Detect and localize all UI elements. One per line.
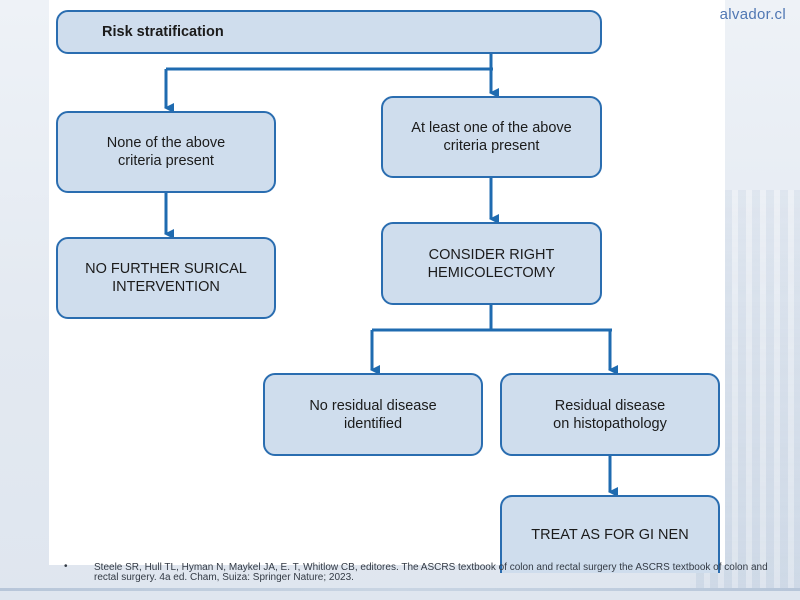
citation-bullet: • (64, 561, 68, 572)
criteria-present-box: At least one of the above criteria prese… (381, 96, 602, 178)
bottom-divider (0, 588, 800, 591)
risk-stratification-box: Risk stratification (56, 10, 602, 54)
treat-gi-nen-box: TREAT AS FOR GI NEN (500, 495, 720, 573)
no-residual-disease-box: No residual disease identified (263, 373, 483, 456)
residual-disease-box: Residual disease on histopathology (500, 373, 720, 456)
no-criteria-box: None of the above criteria present (56, 111, 276, 193)
citation-text: Steele SR, Hull TL, Hyman N, Maykel JA, … (94, 562, 768, 583)
site-tag: alvador.cl (719, 6, 786, 23)
right-hemicolectomy-box: CONSIDER RIGHT HEMICOLECTOMY (381, 222, 602, 305)
no-further-intervention-box: NO FURTHER SURICAL INTERVENTION (56, 237, 276, 319)
